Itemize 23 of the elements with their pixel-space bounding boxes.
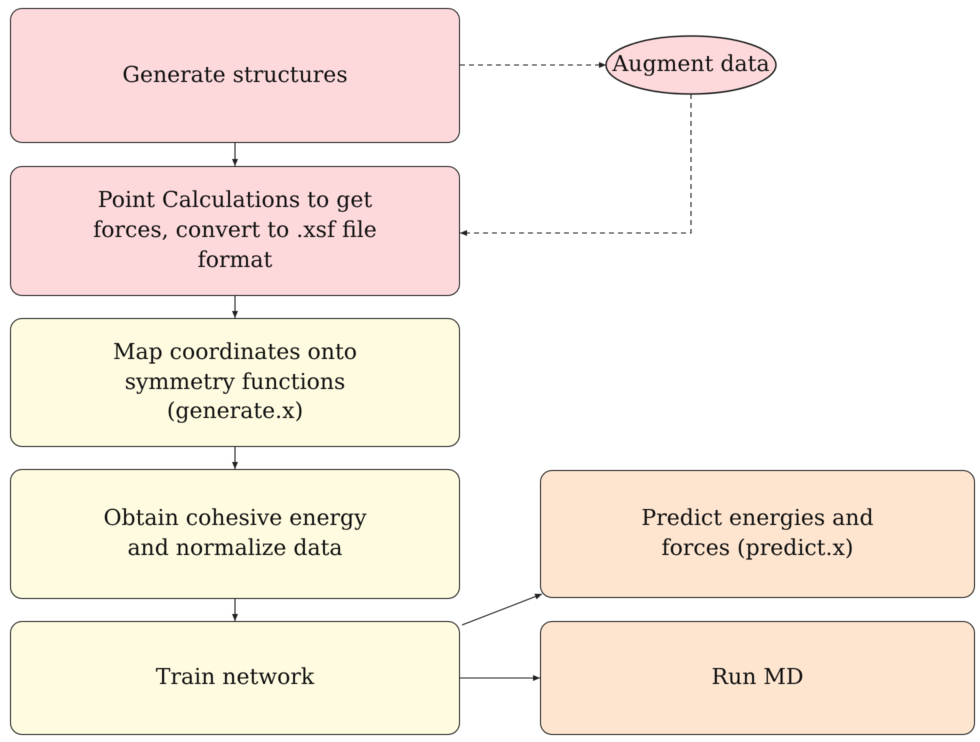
process-box [10,318,460,447]
arrow [232,447,238,469]
arrow [232,143,238,166]
step-text: Obtain cohesive energy and normalize data [102,505,368,563]
process-box [10,469,460,599]
process-box [10,8,460,143]
step-text: Augment data [612,51,770,80]
arrow [462,593,542,626]
arrow [460,62,606,68]
process-box [540,470,975,598]
arrow [460,675,540,681]
process-box [10,621,460,735]
process-box [10,166,460,296]
step-text: Point Calculations to get forces, convert to .xsf file format [92,187,378,275]
arrow [232,296,238,318]
process-box [540,621,975,735]
step-text: Generate structures [122,62,348,90]
step-text: Run MD [711,664,804,692]
arrow [460,94,692,236]
arrow [232,599,238,621]
step-text: Predict energies and forces (predict.x) [640,505,875,563]
step-text: Map coordinates onto symmetry functions (generate.x) [112,338,358,426]
step-text: Train network [156,664,314,692]
